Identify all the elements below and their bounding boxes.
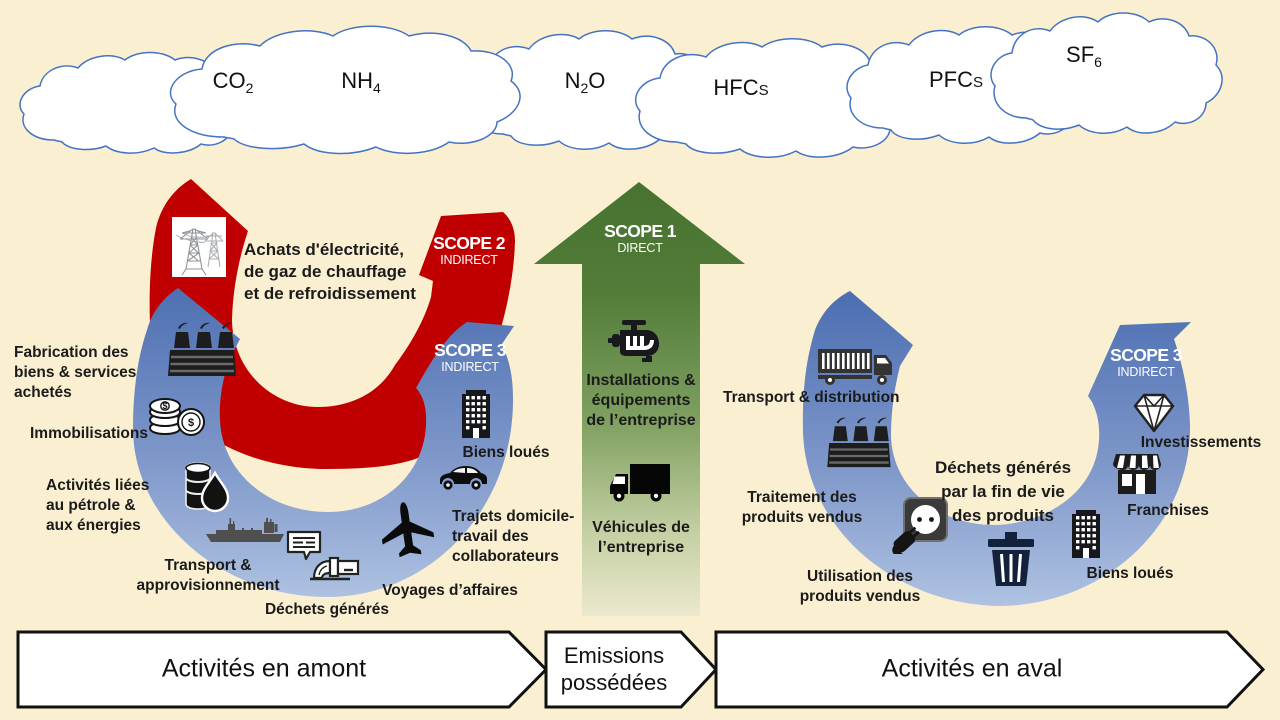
- label-transport-distribution: Transport & distribution: [723, 389, 900, 406]
- scope3-left-subtitle: INDIRECT: [441, 360, 499, 374]
- building-icon: [1072, 510, 1100, 558]
- scope3-left-label: SCOPE 3 INDIRECT: [434, 341, 506, 375]
- label-achats: Achats d'électricité,de gaz de chauffage…: [244, 240, 416, 303]
- label-immobilisations: Immobilisations: [30, 425, 148, 442]
- container-truck-icon: [818, 349, 892, 385]
- label-voyages: Voyages d’affaires: [382, 582, 518, 599]
- label-dechets-generes: Déchets générés: [264, 601, 390, 618]
- scope1-label: SCOPE 1 DIRECT: [604, 222, 676, 256]
- scope1-title: SCOPE 1: [604, 221, 676, 241]
- scope3-right-subtitle: INDIRECT: [1117, 365, 1175, 379]
- scope2-subtitle: INDIRECT: [440, 253, 498, 267]
- scope1-subtitle: DIRECT: [617, 241, 663, 255]
- gas-label-nh4: NH4: [341, 67, 381, 97]
- label-biens-loues-left: Biens loués: [462, 444, 550, 461]
- coins-icon: $ $: [148, 398, 205, 436]
- diamond-icon: [1133, 393, 1175, 433]
- engine-icon: [608, 320, 659, 362]
- banner-emissions-shape: [544, 630, 719, 709]
- label-biens-loues-right: Biens loués: [1086, 565, 1174, 582]
- banner-aval-shape: [714, 630, 1266, 709]
- svg-text:$: $: [188, 417, 194, 429]
- factory-icon: [168, 322, 236, 376]
- pylon-icon: [172, 217, 226, 277]
- gas-label-pfcs: PFCs: [928, 66, 984, 92]
- label-transport-appro: Transport &approvisionnement: [136, 557, 280, 594]
- clouds-group: [19, 12, 1223, 158]
- scope3-right-label: SCOPE 3 INDIRECT: [1110, 346, 1182, 380]
- label-investissements: Investissements: [1140, 434, 1262, 451]
- svg-text:$: $: [162, 401, 167, 411]
- gas-label-n2o: N2O: [564, 67, 606, 97]
- label-franchises: Franchises: [1127, 502, 1209, 519]
- banner-amont-label: Activités en amont: [161, 654, 367, 683]
- plug-icon: [892, 497, 948, 554]
- building-icon: [462, 390, 490, 438]
- ship-icon: [206, 518, 284, 542]
- cloud: [990, 12, 1223, 134]
- scope3-right-title: SCOPE 3: [1110, 345, 1182, 365]
- trash-icon: [988, 532, 1034, 586]
- banner-amont-shape: [16, 630, 549, 709]
- car-icon: [440, 466, 487, 490]
- oil-barrels-icon: [185, 462, 230, 513]
- cloud: [169, 25, 521, 155]
- factory-icon: [827, 417, 891, 468]
- store-icon: [1113, 454, 1161, 494]
- banner-aval-label: Activités en aval: [881, 654, 1063, 683]
- gas-label-sf6: SF6: [1066, 41, 1102, 71]
- banners-group: [16, 630, 1266, 709]
- waste-pipe-icon: [286, 530, 360, 581]
- airplane-icon: [381, 502, 435, 558]
- gas-label-hfcs: HFCs: [713, 74, 769, 100]
- gas-label-co2: CO2: [212, 67, 254, 97]
- scope2-title: SCOPE 2: [433, 233, 505, 253]
- scope1-arrow: [534, 182, 745, 616]
- scope3-left-arrow: [133, 288, 514, 597]
- truck-icon: [610, 464, 670, 502]
- scope3-left-title: SCOPE 3: [434, 340, 506, 360]
- scope2-label: SCOPE 2 INDIRECT: [433, 234, 505, 268]
